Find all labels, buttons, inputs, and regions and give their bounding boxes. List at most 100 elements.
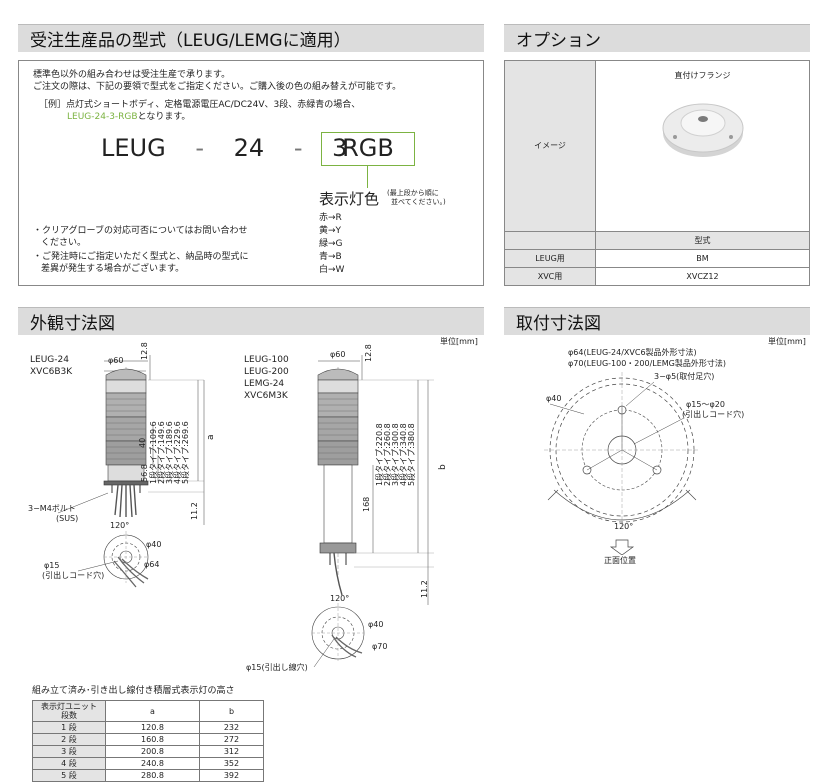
mount-angle: 120° <box>614 522 634 531</box>
col-unit-1: 表示灯ユニット <box>41 702 97 711</box>
color-note-1: (最上段から順に <box>387 189 439 197</box>
row-a: 160.8 <box>105 733 200 746</box>
option-image-label: イメージ <box>504 60 596 232</box>
row-stage: 3 段 <box>32 745 106 758</box>
left-dim-top: 12.8 <box>140 342 149 360</box>
order-box: 標準色以外の組み合わせは受注生産で承ります。 ご注文の際は、下記の要領で型式をご… <box>18 60 484 286</box>
row-b: 312 <box>198 745 265 758</box>
right-type-5: 5段タイプ:380.8 <box>407 423 416 486</box>
color-g: 緑→G <box>319 239 343 249</box>
row-b: 232 <box>198 721 265 734</box>
right-phi40: φ40 <box>368 620 384 629</box>
col-a-header: a <box>105 700 200 722</box>
option-table: イメージ 直付けフランジ 型式 LEUG用 BM XVC用 XVCZ12 <box>504 60 810 287</box>
table-row: 2 段 160.8 272 <box>32 733 265 746</box>
note-2a: ・ご発注時にご指定いただく型式と、納品時の型式に <box>33 252 249 262</box>
mount-front: 正面位置 <box>604 556 636 565</box>
mount-phi40: φ40 <box>546 394 562 403</box>
model-rgb-box: RGB <box>321 132 415 166</box>
right-model-1: LEUG-100 <box>244 355 289 365</box>
right-dim-11: 11.2 <box>420 580 429 598</box>
mount-line-2: φ70(LEUG-100・200/LEMG製品外形寸法) <box>568 359 726 368</box>
right-dim-top: 12.8 <box>364 344 373 362</box>
left-dim-56: 56.8 <box>140 464 149 482</box>
left-phi40: φ40 <box>146 540 162 549</box>
mount-line-1: φ64(LEUG-24/XVC6製品外形寸法) <box>568 348 697 357</box>
left-angle: 120° <box>110 521 130 530</box>
section-header-option: オプション <box>504 24 810 52</box>
right-model-3: LEMG-24 <box>244 379 285 389</box>
height-table-title: 組み立て済み･引き出し線付き積層式表示灯の高さ <box>32 686 235 696</box>
right-model-2: LEUG-200 <box>244 367 289 377</box>
row-b: 272 <box>198 733 265 746</box>
right-phi70: φ70 <box>372 642 388 651</box>
color-y: 黄→Y <box>319 226 342 236</box>
right-dim-b: b <box>438 464 448 470</box>
option-model-header: 型式 <box>595 230 810 250</box>
note-2b: 差異が発生する場合がございます。 <box>41 264 185 274</box>
model-code: LEUG - 24 - 3 <box>101 133 347 163</box>
left-bolt-1: 3−M4ボルト <box>28 504 76 513</box>
col-b-header: b <box>198 700 265 722</box>
right-phi-top: φ60 <box>330 350 346 359</box>
mount-phi15: φ15〜φ20 <box>686 400 725 409</box>
left-phi15: φ15 <box>44 561 60 570</box>
outline-unit: 単位[mm] <box>440 337 478 346</box>
connector-line <box>367 166 368 188</box>
left-dim-40: 40 <box>138 437 147 448</box>
row-a: 120.8 <box>105 721 200 734</box>
left-type-list: 1段タイプ:109.6 2段タイプ:149.6 3段タイプ:189.6 4段タイ… <box>149 421 190 484</box>
color-b: 青→B <box>319 252 342 262</box>
section-header-outline: 外観寸法図 <box>18 307 484 335</box>
left-phi-top: φ60 <box>108 356 124 365</box>
outline-drawing <box>57 355 434 668</box>
option-image-cell: 直付けフランジ <box>595 60 810 232</box>
color-w: 白→W <box>319 265 345 275</box>
row-a: 240.8 <box>105 757 200 770</box>
order-intro-2: ご注文の際は、下記の要領で型式をご指定ください。ご購入後の色の組み替えが可能です… <box>33 82 402 92</box>
row-a: 280.8 <box>105 769 200 782</box>
note-1b: ください。 <box>41 238 87 248</box>
right-angle: 120° <box>330 594 350 603</box>
left-model-1: LEUG-24 <box>30 355 69 365</box>
left-tower <box>57 355 205 588</box>
left-dim-11: 11.2 <box>190 502 199 520</box>
color-r: 赤→R <box>319 213 342 223</box>
option-row-leug-label: LEUG用 <box>504 248 596 268</box>
left-phi64: φ64 <box>144 560 160 569</box>
col-unit-2: 段数 <box>61 711 77 720</box>
model-sep-2: - <box>293 134 303 162</box>
mount-cord: (引出しコード穴) <box>682 410 745 419</box>
option-row-xvc-label: XVC用 <box>504 266 596 287</box>
color-title: 表示灯色 <box>319 190 380 208</box>
flange-image <box>662 103 743 157</box>
col-unit-header: 表示灯ユニット 段数 <box>32 700 106 722</box>
order-example-2: LEUG-24-3-RGBとなります。 <box>67 111 190 123</box>
left-cord: (引出しコード穴) <box>42 571 105 580</box>
table-row: 4 段 240.8 352 <box>32 757 265 770</box>
right-model-4: XVC6M3K <box>244 391 288 401</box>
row-stage: 1 段 <box>32 721 106 734</box>
right-phi15: φ15(引出し線穴) <box>246 663 308 672</box>
row-b: 392 <box>198 769 265 782</box>
left-dim-a: a <box>206 434 216 440</box>
model-sep-1: - <box>195 134 205 162</box>
model-stages: 3 <box>332 134 348 162</box>
row-a: 200.8 <box>105 745 200 758</box>
section-header-order: 受注生産品の型式（LEUG/LEMGに適用） <box>18 24 484 52</box>
row-stage: 2 段 <box>32 733 106 746</box>
example-code: LEUG-24-3-RGB <box>67 112 138 122</box>
note-1a: ・クリアグローブの対応可否についてはお問い合わせ <box>33 226 248 236</box>
option-model-blank <box>504 230 596 250</box>
height-table: 表示灯ユニット 段数 a b 1 段 120.8 232 2 段 160.8 2… <box>32 700 265 782</box>
section-header-mount: 取付寸法図 <box>504 307 810 335</box>
left-model-2: XVC6B3K <box>30 367 73 377</box>
option-row-xvc-value: XVCZ12 <box>595 266 810 287</box>
mount-line-3: 3−φ5(取付足穴) <box>654 372 715 381</box>
right-tower <box>311 355 434 668</box>
option-row-leug-value: BM <box>595 248 810 268</box>
left-bolt-2: (SUS) <box>56 514 79 523</box>
example-suffix: となります。 <box>137 112 191 122</box>
model-voltage: 24 <box>233 134 265 162</box>
order-intro-1: 標準色以外の組み合わせは受注生産で承ります。 <box>33 70 231 80</box>
